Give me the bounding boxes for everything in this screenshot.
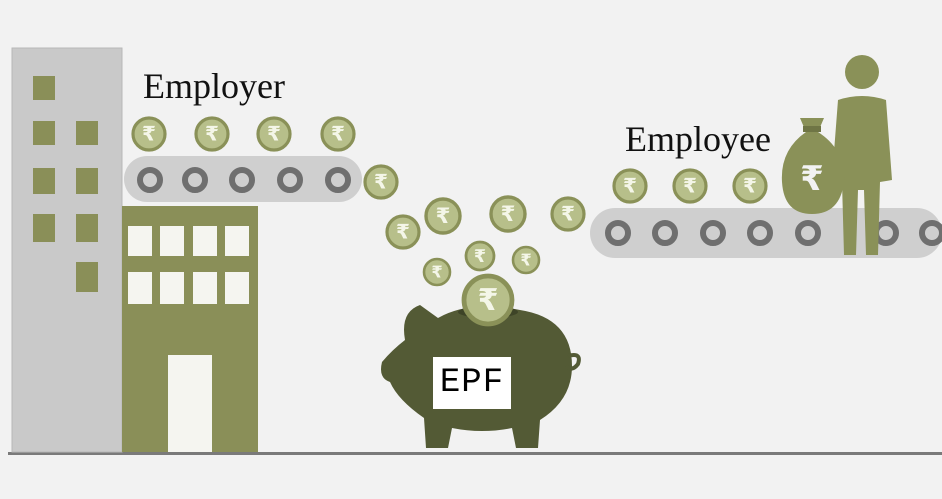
roller (229, 167, 255, 193)
rupee-coin-icon: ₹ (256, 116, 292, 152)
rupee-coin-icon: ₹ (385, 214, 421, 250)
rupee-coin-icon: ₹ (461, 273, 515, 327)
roller (652, 220, 678, 246)
building-icon (11, 47, 258, 453)
rupee-icon: ₹ (800, 159, 824, 199)
svg-text:₹: ₹ (396, 220, 410, 244)
rupee-coin-icon: ₹ (194, 116, 230, 152)
svg-text:₹: ₹ (431, 262, 442, 281)
rupee-coin-icon: ₹ (320, 116, 356, 152)
svg-text:₹: ₹ (374, 170, 388, 194)
roller (919, 220, 942, 246)
rupee-coin-icon: ₹ (489, 195, 527, 233)
rupee-coin-icon: ₹ (612, 168, 648, 204)
roller (747, 220, 773, 246)
svg-text:₹: ₹ (331, 122, 345, 146)
rupee-coin-icon: ₹ (131, 116, 167, 152)
roller (795, 220, 821, 246)
roller (277, 167, 303, 193)
employer-conveyor (124, 156, 362, 202)
svg-text:₹: ₹ (478, 283, 499, 318)
rupee-coin-icon: ₹ (672, 168, 708, 204)
rupee-coin-icon: ₹ (363, 164, 399, 200)
svg-text:₹: ₹ (683, 174, 697, 198)
svg-text:₹: ₹ (436, 204, 451, 229)
roller (325, 167, 351, 193)
money-bag-icon: ₹ (781, 118, 845, 214)
rupee-coin-icon: ₹ (422, 257, 452, 287)
epf-label: EPF (433, 357, 511, 409)
roller (605, 220, 631, 246)
rupee-coin-icon: ₹ (511, 245, 541, 275)
rupee-coin-icon: ₹ (464, 240, 496, 272)
roller (700, 220, 726, 246)
rupee-coin-icon: ₹ (550, 196, 586, 232)
svg-text:₹: ₹ (142, 122, 156, 146)
roller (182, 167, 208, 193)
svg-text:₹: ₹ (474, 247, 486, 267)
employer-label: Employer (143, 66, 285, 106)
svg-text:₹: ₹ (520, 250, 531, 269)
svg-text:₹: ₹ (267, 122, 281, 146)
employee-label: Employee (625, 119, 771, 159)
svg-text:₹: ₹ (623, 174, 637, 198)
ground-line (8, 452, 942, 455)
roller (137, 167, 163, 193)
svg-text:₹: ₹ (561, 202, 575, 226)
coins-group: ₹ ₹ ₹ ₹ ₹ ₹ ₹ ₹ ₹ ₹ ₹ ₹ ₹ ₹ ₹ ₹ (131, 116, 768, 327)
rupee-coin-icon: ₹ (424, 197, 462, 235)
person-icon (832, 55, 892, 255)
rupee-coin-icon: ₹ (732, 168, 768, 204)
svg-text:₹: ₹ (501, 202, 516, 227)
svg-text:₹: ₹ (743, 174, 757, 198)
employee-conveyor (590, 208, 942, 258)
svg-text:₹: ₹ (205, 122, 219, 146)
